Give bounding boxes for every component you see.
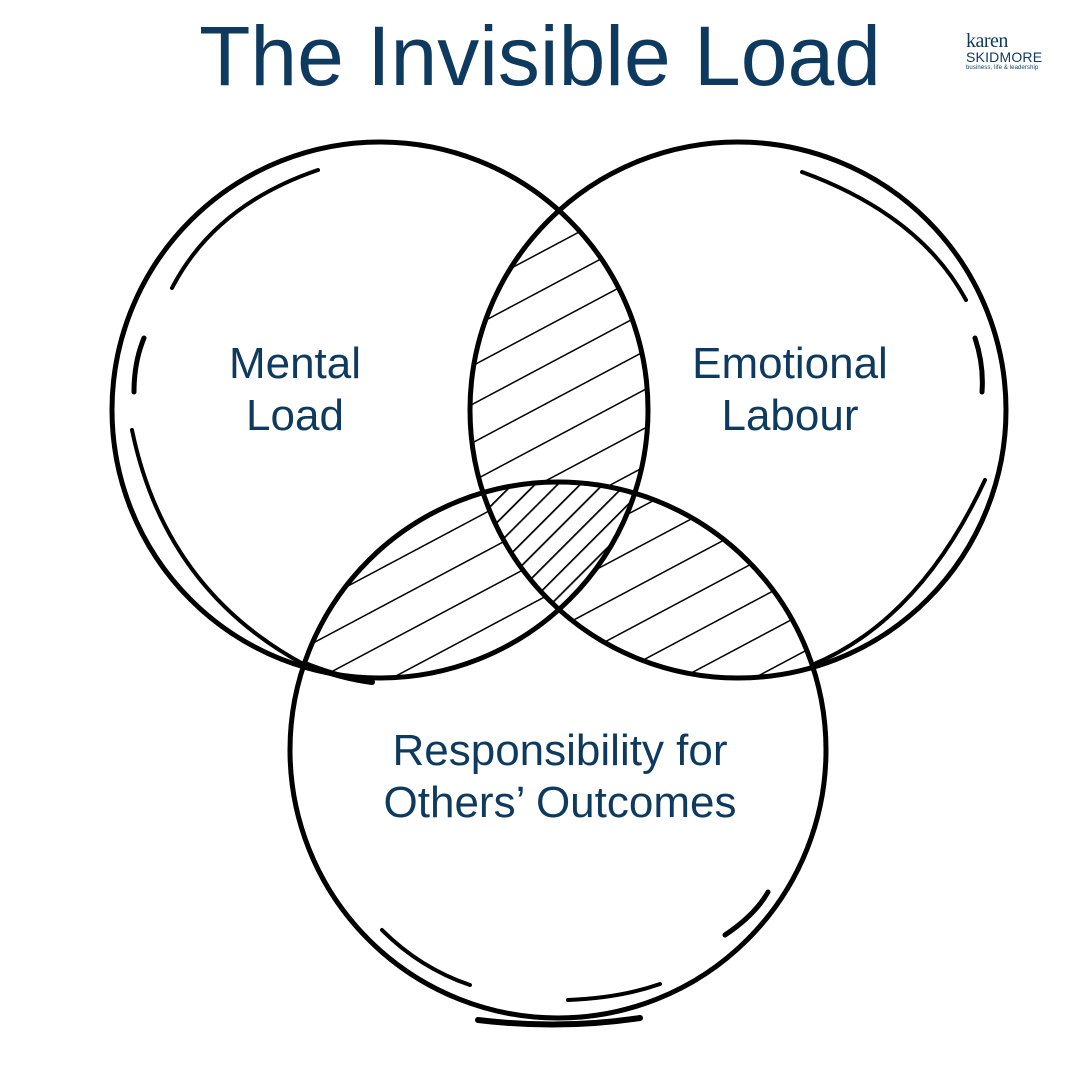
page-title: The Invisible Load: [199, 9, 881, 103]
label-responsibility-line-2: Others’ Outcomes: [383, 778, 737, 827]
circle-mental-load: [109, 139, 651, 681]
label-emotional-labour: Emotional Labour: [660, 338, 920, 442]
brand-logo: karen SKIDMORE business, life & leadersh…: [966, 30, 1066, 72]
sketch-arcs: [130, 168, 987, 1028]
logo-line-1: karen: [966, 30, 1008, 52]
label-emotional-line-1: Emotional: [692, 339, 888, 388]
circle-responsibility: [287, 479, 829, 1021]
circle-emotional-labour: [467, 139, 1009, 681]
label-mental-load: Mental Load: [185, 338, 405, 442]
label-emotional-line-2: Labour: [721, 391, 859, 440]
label-responsibility-line-1: Responsibility for: [392, 726, 728, 775]
label-mental-line-2: Load: [246, 391, 344, 440]
logo-line-2: SKIDMORE: [966, 49, 1043, 65]
label-mental-line-1: Mental: [228, 339, 362, 388]
label-responsibility: Responsibility for Others’ Outcomes: [340, 725, 780, 829]
logo-tagline: business, life & leadership: [966, 65, 1039, 71]
